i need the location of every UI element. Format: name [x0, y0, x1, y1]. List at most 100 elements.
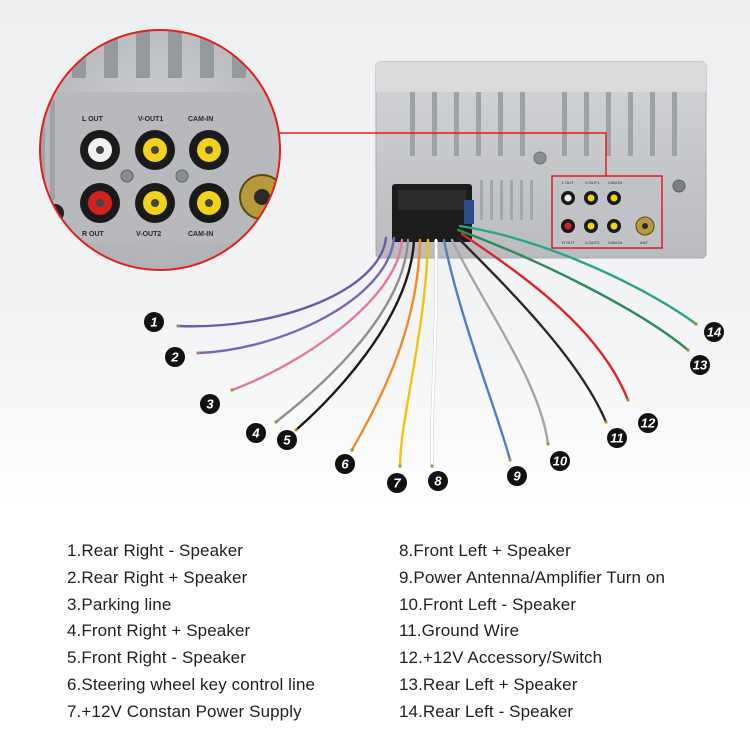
left-vents: [40, 100, 55, 200]
wire-4: [274, 238, 410, 424]
inset-label: R OUT: [82, 231, 105, 238]
wire-number: 2: [170, 350, 179, 365]
wire-12: [460, 232, 630, 402]
wire-number-badge-12: 12: [638, 413, 658, 433]
wire-number: 14: [707, 325, 722, 340]
wire-number: 7: [393, 476, 401, 491]
wire-10: [450, 238, 550, 446]
inset-zoom: L OUT V-OUT1 CAM-IN R OUT V-OUT2 CAM-IN …: [39, 29, 281, 271]
screw-icon: [120, 169, 134, 183]
wire-14: [458, 224, 698, 326]
wire-number: 1: [150, 315, 157, 330]
panel-label: L OUT: [562, 180, 574, 185]
wires: [176, 224, 698, 468]
heat-sink-fins: [410, 92, 677, 156]
wire-number: 4: [251, 426, 260, 441]
wire-number: 3: [206, 397, 214, 412]
wire-number: 6: [341, 457, 349, 472]
wire-8: [430, 238, 438, 468]
wire-tip: [294, 428, 298, 432]
inset-label: CAM-IN: [188, 116, 213, 123]
wire-legend: 1.Rear Right - Speaker 2.Rear Right + Sp…: [0, 538, 750, 738]
wire-tip: [694, 322, 698, 326]
legend-item: 2.Rear Right + Speaker: [67, 567, 248, 587]
wire-9: [442, 238, 512, 462]
rca-jack-yellow: [189, 183, 229, 223]
wire-number-badge-13: 13: [690, 355, 710, 375]
wire-tip: [274, 420, 278, 424]
wire-3: [230, 238, 404, 392]
panel-label: V-OUT1: [585, 180, 600, 185]
rca-jack-white: [80, 130, 120, 170]
wire-11: [456, 236, 608, 424]
wire-tip: [604, 420, 608, 424]
wire-number-badge-14: 14: [704, 322, 724, 342]
screw-icon: [533, 151, 547, 165]
panel-label: CAM-IN: [608, 240, 622, 245]
inset-label: ANT: [248, 231, 263, 238]
legend-item: 1.Rear Right - Speaker: [67, 541, 244, 560]
inset-label: V-OUT2: [136, 231, 161, 238]
legend-item: 14.Rear Left - Speaker: [399, 701, 574, 721]
rca-jack-yellow: [189, 130, 229, 170]
wire-tip: [230, 388, 234, 392]
wire-number-badge-11: 11: [607, 428, 627, 448]
legend-item: 9.Power Antenna/Amplifier Turn on: [399, 567, 666, 587]
legend-column-left: 1.Rear Right - Speaker 2.Rear Right + Sp…: [67, 538, 315, 726]
wire-tip: [196, 351, 200, 355]
head-unit-rear: L OUT V-OUT1 CAM-IN R OUT V-OUT2 CAM-IN …: [375, 61, 707, 259]
wire-tip: [350, 448, 354, 452]
panel-label: V-OUT2: [585, 240, 600, 245]
wire-number-badge-4: 4: [246, 423, 266, 443]
wire-tip: [626, 398, 630, 402]
wire-harness-connector: [392, 184, 474, 242]
rca-jack-yellow: [135, 130, 175, 170]
legend-item: 5.Front Right - Speaker: [67, 648, 246, 668]
rca-jack-red: [80, 183, 120, 223]
panel-label: ANT: [640, 240, 649, 245]
legend-item: 6.Steering wheel key control line: [67, 674, 316, 694]
wiring-diagram: L OUT V-OUT1 CAM-IN R OUT V-OUT2 CAM-IN …: [39, 29, 724, 493]
legend-item: 7.+12V Constan Power Supply: [67, 701, 302, 721]
wire-13: [456, 228, 690, 352]
wire-number: 9: [513, 469, 521, 484]
wire-5: [294, 238, 416, 432]
wire-number: 5: [283, 433, 291, 448]
wire-number-badge-9: 9: [507, 466, 527, 486]
wire-tip: [508, 458, 512, 462]
panel-label: CAM-IN: [608, 180, 622, 185]
legend-item: 11.Ground Wire: [399, 621, 520, 641]
inset-label: V-OUT1: [138, 116, 163, 123]
screw-icon: [672, 179, 686, 193]
wire-tip: [430, 464, 434, 468]
vent-slots: [480, 180, 533, 220]
wire-tip: [686, 348, 690, 352]
legend-column-right: 8.Front Left + Speaker 9.Power Antenna/A…: [399, 538, 665, 726]
wire-number: 12: [641, 416, 656, 431]
legend-item: 3.Parking line: [67, 594, 172, 614]
panel-label: R OUT: [562, 240, 575, 245]
wire-number-badge-1: 1: [144, 312, 164, 332]
rca-jack-yellow: [135, 183, 175, 223]
wire-1: [176, 236, 388, 328]
wire-2: [196, 236, 396, 355]
legend-item: 12.+12V Accessory/Switch: [399, 648, 603, 668]
wire-number: 11: [610, 431, 624, 446]
rca-panel-small: L OUT V-OUT1 CAM-IN R OUT V-OUT2 CAM-IN …: [551, 175, 663, 249]
wire-number: 8: [434, 474, 442, 489]
wire-number: 10: [553, 454, 568, 469]
wire-number-badge-10: 10: [550, 451, 570, 471]
wire-tip: [546, 442, 550, 446]
inset-label: CAM-IN: [188, 231, 213, 238]
legend-item: 8.Front Left + Speaker: [399, 541, 571, 560]
wire-tip: [176, 324, 180, 328]
wire-number-badge-6: 6: [335, 454, 355, 474]
wire-number-badge-7: 7: [387, 473, 407, 493]
wire-tip: [398, 464, 402, 468]
wire-number-badge-3: 3: [200, 394, 220, 414]
screw-icon: [175, 169, 189, 183]
callout-line: [272, 132, 607, 176]
legend-item: 13.Rear Left + Speaker: [399, 674, 578, 694]
wire-number-badge-5: 5: [277, 430, 297, 450]
